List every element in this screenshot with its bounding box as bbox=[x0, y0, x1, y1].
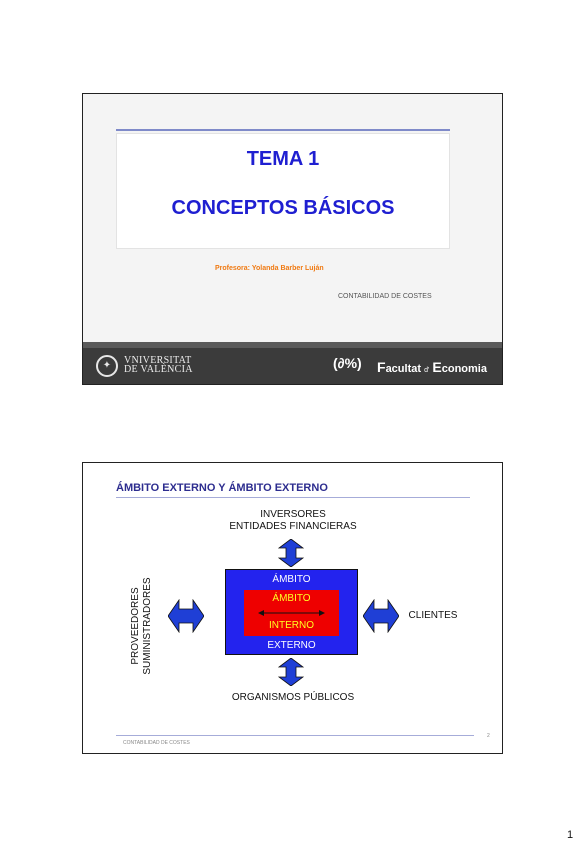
investors-label: INVERSORES ENTIDADES FINANCIERAS bbox=[213, 509, 373, 533]
slide-title: TEMA 1 bbox=[246, 148, 320, 170]
internal-scope-bottom-label: INTERNO bbox=[269, 620, 314, 631]
faculty-word1: acultat bbox=[385, 363, 422, 375]
faculty-initial-e: E bbox=[432, 359, 442, 375]
footer-rule bbox=[116, 735, 474, 736]
internal-scope-top-label: ÁMBITO bbox=[272, 593, 311, 604]
top-arrow-icon bbox=[278, 539, 304, 567]
university-seal-icon: ✦ bbox=[96, 355, 118, 377]
university-name-line1: VNIVERSITAT bbox=[124, 355, 192, 366]
investors-line: INVERSORES bbox=[260, 509, 326, 520]
slide-number: 2 bbox=[487, 733, 490, 739]
title-rule bbox=[116, 497, 470, 498]
left-arrow-icon bbox=[168, 599, 204, 633]
financial-entities-line: ENTIDADES FINANCIERAS bbox=[229, 521, 357, 532]
page-number: 1 bbox=[567, 829, 574, 841]
external-scope-bottom-label: EXTERNO bbox=[267, 640, 316, 651]
title-box: TEMA 1 CONCEPTOS BÁSICOS bbox=[116, 133, 450, 249]
clients-label: CLIENTES bbox=[408, 610, 458, 621]
providers-line: SUMINISTRADORES bbox=[142, 577, 153, 675]
university-logo-text: VNIVERSITAT DE VALÈNCIA bbox=[124, 355, 204, 375]
title-rule bbox=[116, 129, 450, 131]
slide-footer-text: CONTABILIDAD DE COSTES bbox=[123, 740, 190, 746]
faculty-logo-icon: (∂%) bbox=[333, 355, 362, 371]
slide-1: TEMA 1 CONCEPTOS BÁSICOS Profesora: Yola… bbox=[82, 93, 503, 385]
bottom-arrow-icon bbox=[278, 658, 304, 686]
right-arrow-icon bbox=[363, 599, 399, 633]
subject-name: CONTABILIDAD DE COSTES bbox=[338, 293, 432, 300]
double-arrow-icon bbox=[258, 610, 325, 616]
slide-footer-bar: ✦ VNIVERSITAT DE VALÈNCIA (∂%) Facultat … bbox=[83, 342, 502, 384]
slide-2: ÁMBITO EXTERNO Y ÁMBITO EXTERNO INVERSOR… bbox=[82, 462, 503, 754]
faculty-initial-f: F bbox=[377, 359, 386, 375]
public-bodies-label: ORGANISMOS PÚBLICOS bbox=[231, 692, 355, 703]
external-scope-top-label: ÁMBITO bbox=[272, 574, 311, 585]
slide-title: ÁMBITO EXTERNO Y ÁMBITO EXTERNO bbox=[116, 482, 328, 494]
internal-scope-box: ÁMBITO INTERNO bbox=[244, 590, 339, 636]
footer-stripe bbox=[83, 342, 502, 348]
slide-subtitle: CONCEPTOS BÁSICOS bbox=[171, 197, 395, 219]
suppliers-line: PROVEEDORES bbox=[130, 587, 141, 665]
faculty-connector: d' bbox=[424, 367, 430, 374]
external-scope-box: ÁMBITO ÁMBITO INTERNO EXTERNO bbox=[225, 569, 358, 655]
faculty-word2: conomia bbox=[441, 363, 487, 375]
faculty-logo-text: Facultat d' Economia bbox=[377, 359, 487, 375]
professor-name: Profesora: Yolanda Barber Luján bbox=[215, 265, 324, 272]
university-name-line2: DE VALÈNCIA bbox=[124, 364, 193, 375]
